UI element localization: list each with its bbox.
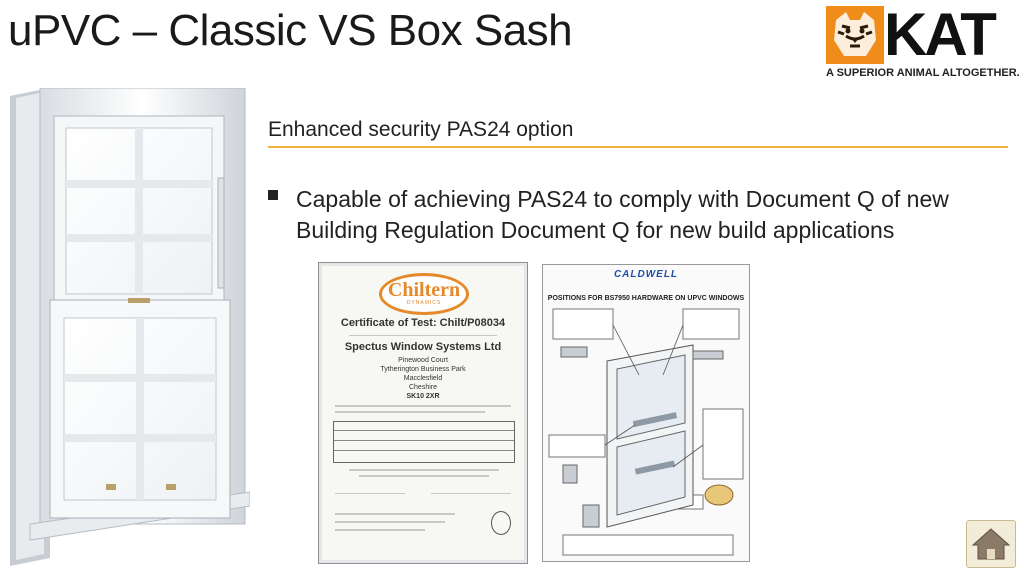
certificate-address-line: Tytherington Business Park [380, 366, 466, 373]
sash-window-image [10, 87, 251, 566]
certificate-line [335, 411, 485, 413]
logo-tagline: A SUPERIOR ANIMAL ALTOGETHER. [826, 67, 1020, 79]
certificate-address-line: Pinewood Court [398, 357, 448, 364]
home-icon [971, 528, 1011, 560]
kat-logo: KAT A SUPERIOR ANIMAL ALTOGETHER. [826, 1, 1020, 80]
slide-title: uPVC – Classic VS Box Sash [8, 6, 573, 55]
chiltern-brand: Chiltern [387, 279, 461, 301]
logo-wordmark: KAT [884, 1, 997, 68]
certificate-line [335, 405, 511, 407]
certificate-address-line: Macclesfield [403, 375, 443, 382]
certificate-results-table [333, 421, 515, 463]
hardware-sheet-heading: POSITIONS FOR BS7950 HARDWARE ON UPVC WI… [547, 295, 745, 302]
certificate-line [431, 493, 511, 494]
bullet-text: Capable of achieving PAS24 to comply wit… [296, 186, 949, 243]
test-certificate-image: Chiltern DYNAMICS Certificate of Test: C… [318, 262, 528, 564]
certificate-line [335, 513, 455, 515]
home-button[interactable] [966, 520, 1016, 568]
ukas-seal-icon [491, 511, 511, 535]
accent-divider [268, 146, 1008, 148]
certificate-title: Certificate of Test: Chilt/P08034 [340, 317, 506, 329]
certificate-address-line: SK10 2XR [406, 393, 440, 400]
certificate-line [335, 521, 445, 523]
certificate-line [335, 493, 405, 494]
caldwell-brand: CALDWELL [613, 269, 679, 280]
certificate-address-line: Cheshire [408, 384, 437, 391]
certificate-line [349, 335, 497, 336]
hardware-positions-image: CALDWELL POSITIONS FOR BS7950 HARDWARE O… [542, 264, 750, 562]
certificate-line [349, 469, 499, 471]
certificate-line [335, 529, 425, 531]
section-subheading: Enhanced security PAS24 option [268, 118, 574, 141]
certificate-line [359, 475, 489, 477]
square-bullet-icon [268, 190, 278, 200]
chiltern-logo: Chiltern DYNAMICS [379, 273, 469, 315]
chiltern-brand-sub: DYNAMICS [406, 300, 442, 306]
tiger-icon [826, 6, 884, 64]
certificate-company: Spectus Window Systems Ltd [344, 341, 502, 353]
